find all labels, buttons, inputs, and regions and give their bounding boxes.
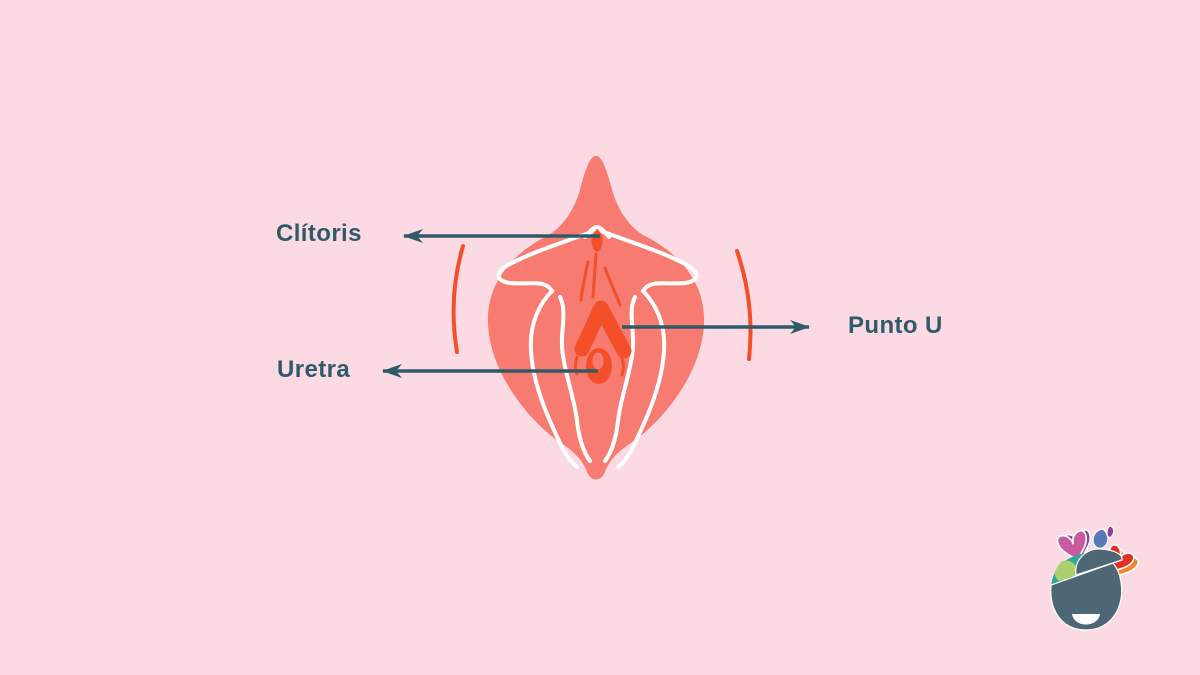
inner-fold-line (591, 252, 598, 299)
urethral-opening-highlight (592, 352, 604, 370)
vestibule-chevron (574, 300, 632, 359)
inner-details (574, 230, 632, 384)
head-face (1050, 562, 1123, 631)
right-bracket (735, 249, 753, 361)
inner-fold-line (603, 266, 622, 307)
inner-fold-line (579, 260, 590, 302)
punto-u-label: Punto U (848, 312, 943, 339)
comma-icon (1106, 525, 1115, 539)
flying-hearts (1055, 525, 1141, 584)
brand-logo (1050, 525, 1141, 631)
head-lid (1075, 548, 1123, 576)
side-brackets (451, 244, 753, 361)
callout-arrows (382, 229, 810, 378)
inner-fold-line (620, 356, 625, 377)
labia-contour-lines (496, 224, 699, 469)
left-bracket (451, 244, 465, 354)
drop-icon (1092, 528, 1109, 549)
clitoral-glans (591, 230, 603, 252)
clitoris-label: Clítoris (276, 220, 362, 247)
smile (1072, 614, 1100, 625)
uretra-label: Uretra (277, 356, 351, 383)
